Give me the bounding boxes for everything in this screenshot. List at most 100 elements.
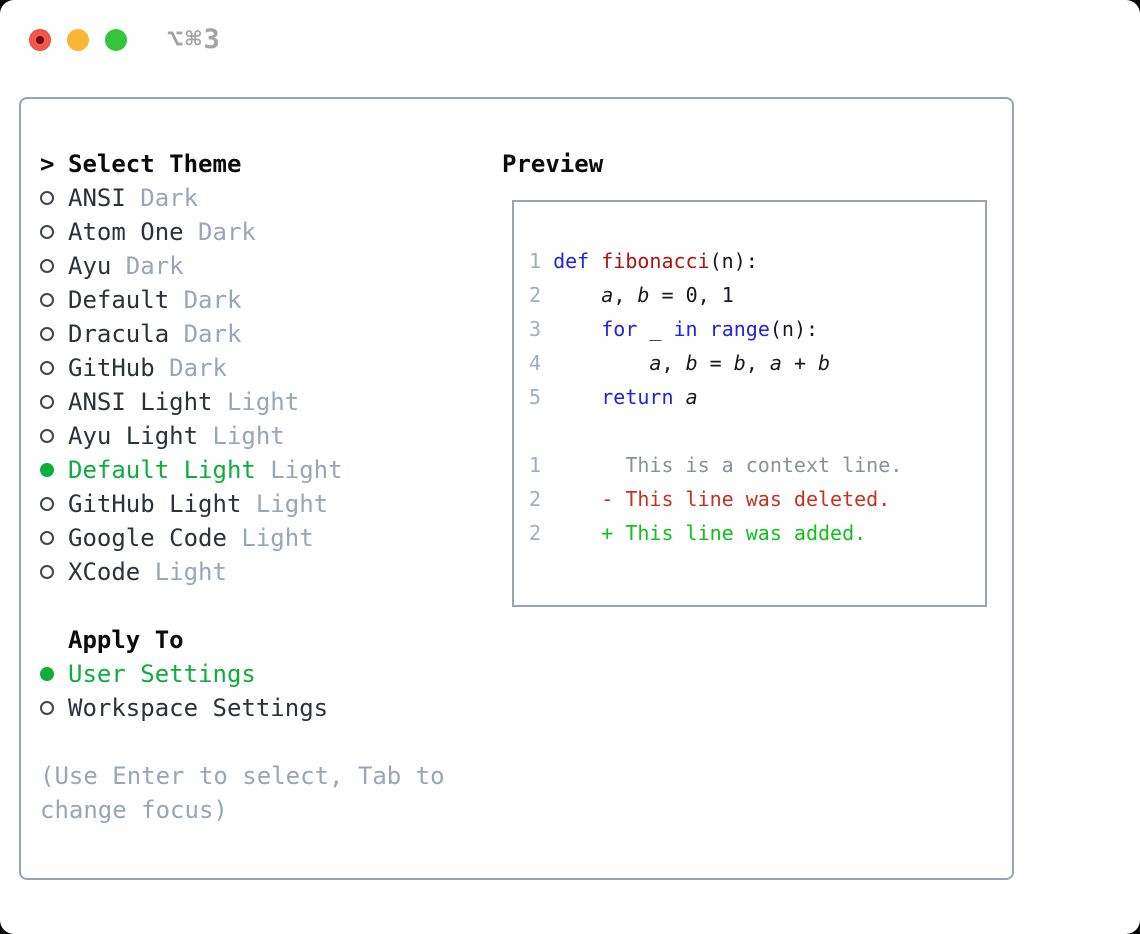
theme-option-ansi[interactable]: ANSI Dark: [40, 181, 502, 215]
preview-title: Preview: [502, 150, 604, 178]
code-token: a: [601, 283, 614, 307]
theme-option-ayu[interactable]: Ayu Dark: [40, 249, 502, 283]
option-label: Ayu: [68, 252, 112, 280]
code-token: [553, 283, 601, 307]
line-number: 4: [529, 351, 554, 375]
code-tokens: This is a context line.: [553, 453, 902, 477]
radio-icon: [40, 259, 54, 273]
option-variant-label: Dark: [125, 184, 199, 212]
code-token: = 0, 1: [649, 283, 734, 307]
option-variant-label: Dark: [169, 286, 242, 314]
theme-option-atom-one[interactable]: Atom One Dark: [40, 215, 502, 249]
option-variant-label: Light: [212, 388, 300, 416]
spacer: [40, 725, 502, 759]
radio-icon: [40, 327, 54, 341]
theme-option-github-light[interactable]: GitHub Light Light: [40, 487, 502, 521]
option-variant-label: Light: [198, 422, 285, 450]
radio-icon: [40, 531, 54, 545]
code-tokens: a, b = 0, 1: [553, 283, 734, 307]
code-token: range: [709, 317, 770, 341]
option-label: XCode: [68, 558, 141, 586]
traffic-lights: [29, 28, 127, 51]
code-line: 2 + This line was added.: [529, 521, 985, 555]
code-line: 4 a, b = b, a + b: [529, 351, 985, 385]
code-line: 5 return a: [529, 385, 985, 419]
option-label: Default Light: [68, 456, 256, 484]
option-variant-label: Light: [255, 456, 343, 484]
code-tokens: - This line was deleted.: [553, 487, 890, 511]
code-line: 1 This is a context line.: [529, 453, 985, 487]
theme-option-github[interactable]: GitHub Dark: [40, 351, 502, 385]
line-number: 2: [529, 521, 554, 545]
code-token: for: [601, 317, 638, 341]
option-variant-label: Light: [226, 524, 314, 552]
code-line: 2 - This line was deleted.: [529, 487, 985, 521]
option-variant-label: Dark: [169, 320, 242, 348]
option-label: ANSI: [68, 184, 126, 212]
apply-section-title: Apply To: [68, 626, 184, 654]
close-button-icon[interactable]: [29, 28, 51, 51]
theme-option-ayu-light[interactable]: Ayu Light Light: [40, 419, 502, 453]
keyboard-hint-line-2: change focus): [40, 796, 228, 824]
focus-chevron-icon: >: [40, 150, 55, 178]
code-token: ,: [745, 351, 770, 375]
option-label: GitHub: [68, 354, 155, 382]
radio-icon: [40, 191, 54, 205]
title-bar: ⌥⌘3: [29, 24, 222, 55]
selection-column: > Select Theme ANSI Dark Atom One Dark A…: [40, 147, 502, 878]
radio-icon: [40, 701, 54, 715]
option-label: Google Code: [68, 524, 227, 552]
code-tokens: for _ in range(n):: [553, 317, 818, 341]
option-label: Atom One: [68, 218, 184, 246]
option-label: GitHub Light: [68, 490, 242, 518]
code-token: b: [818, 351, 831, 375]
option-label: ANSI Light: [68, 388, 213, 416]
zoom-button-icon[interactable]: [105, 28, 127, 51]
code-token: (n):: [709, 249, 758, 273]
radio-icon: [40, 395, 54, 409]
code-token: return: [601, 385, 674, 409]
code-line: 1 def fibonacci(n):: [529, 249, 985, 283]
apply-option-workspace-settings[interactable]: Workspace Settings: [40, 691, 502, 725]
apply-section-header: Apply To: [40, 623, 502, 657]
code-token: ,: [661, 351, 686, 375]
code-tokens: + This line was added.: [553, 521, 866, 545]
code-token: def: [553, 249, 590, 273]
apply-option-user-settings[interactable]: User Settings: [40, 657, 502, 691]
radio-icon: [40, 565, 54, 579]
minimize-button-icon[interactable]: [67, 28, 89, 51]
option-variant-label: Light: [140, 558, 227, 586]
code-token: ,: [613, 283, 638, 307]
theme-option-google-code[interactable]: Google Code Light: [40, 521, 502, 555]
code-line: 3 for _ in range(n):: [529, 317, 985, 351]
option-variant-label: Dark: [111, 252, 184, 280]
code-token: [698, 317, 710, 341]
option-variant-label: Light: [241, 490, 329, 518]
theme-picker-panel: > Select Theme ANSI Dark Atom One Dark A…: [19, 97, 1014, 880]
code-token: b: [733, 351, 746, 375]
theme-option-default-light[interactable]: Default Light Light: [40, 453, 502, 487]
theme-option-dracula[interactable]: Dracula Dark: [40, 317, 502, 351]
preview-code-box: 1 def fibonacci(n): 2 a, b = 0, 1 3 for _ …: [512, 200, 987, 607]
code-token: fibonacci: [601, 249, 710, 273]
code-tokens: def fibonacci(n):: [553, 249, 758, 273]
theme-option-default[interactable]: Default Dark: [40, 283, 502, 317]
code-token: This is a context line.: [553, 453, 903, 477]
code-token: + This line was added.: [553, 521, 867, 545]
theme-option-xcode[interactable]: XCode Light: [40, 555, 502, 589]
radio-icon: [40, 361, 54, 375]
theme-option-ansi-light[interactable]: ANSI Light Light: [40, 385, 502, 419]
code-token: [553, 351, 649, 375]
code-tokens: a, b = b, a + b: [553, 351, 830, 375]
code-token: b: [685, 351, 698, 375]
option-variant-label: Dark: [183, 218, 256, 246]
code-token: [589, 249, 601, 273]
code-token: in: [673, 317, 698, 341]
line-number: 1: [529, 249, 554, 273]
code-line: [529, 419, 985, 453]
radio-selected-icon: [40, 463, 54, 477]
code-tokens: return a: [553, 385, 697, 409]
line-number: 2: [529, 487, 554, 511]
code-token: =: [697, 351, 734, 375]
